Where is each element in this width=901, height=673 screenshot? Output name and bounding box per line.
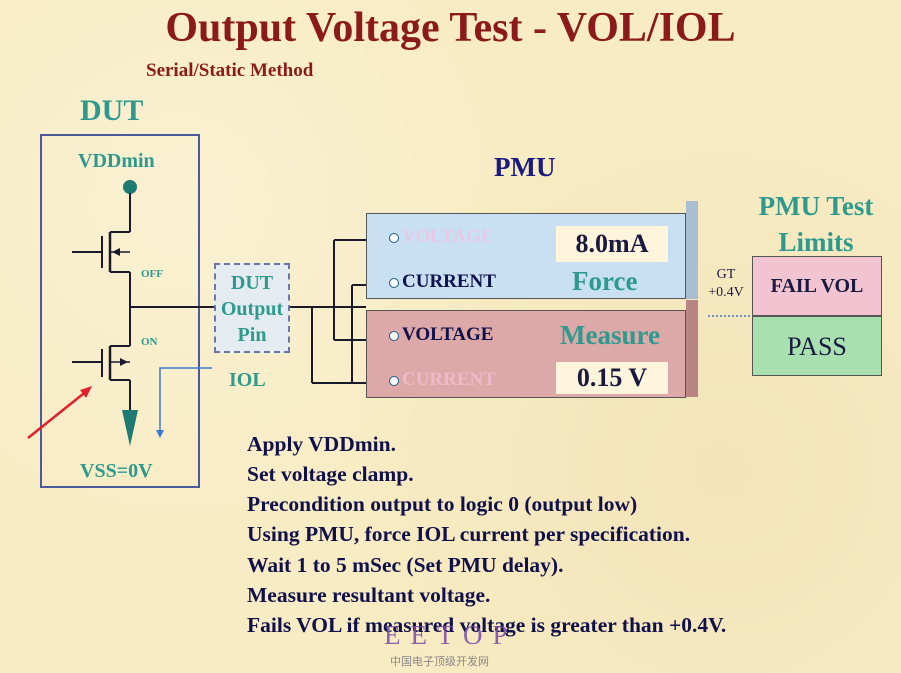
terminal-dot-icon [389, 375, 399, 386]
step-1: Apply VDDmin. [247, 432, 396, 456]
off-label: OFF [141, 268, 163, 280]
force-current-label: CURRENT [402, 271, 496, 292]
limits-title-line2: Limits [778, 227, 854, 257]
measure-current-terminal: CURRENT [389, 369, 496, 391]
red-pointer-arrow [27, 389, 89, 439]
step-3: Precondition output to logic 0 (output l… [247, 492, 638, 516]
gt-label: GT [716, 267, 736, 282]
pmu-label: PMU [494, 152, 556, 182]
force-current-terminal: CURRENT [389, 271, 496, 293]
iol-label: IOL [229, 369, 266, 391]
measure-mode-label: Measure [560, 320, 660, 350]
terminal-dot-icon [389, 277, 399, 288]
terminal-dot-icon [389, 330, 399, 341]
step-2: Set voltage clamp. [247, 462, 414, 486]
fail-vol-box: FAIL VOL [752, 256, 882, 316]
dut-box [40, 134, 200, 488]
step-4: Using PMU, force IOL current per specifi… [247, 522, 691, 546]
pin-label-line1: DUT [230, 272, 274, 294]
page-title: Output Voltage Test - VOL/IOL [165, 5, 736, 51]
vss-label: VSS=0V [80, 460, 153, 482]
pmu-measure-side [686, 300, 698, 397]
force-value: 8.0mA [556, 226, 668, 262]
force-mode-label: Force [572, 266, 638, 296]
measure-current-label: CURRENT [402, 369, 496, 390]
pin-label-line2: Output [220, 298, 284, 320]
limits-title: PMU Test Limits [748, 188, 884, 260]
vdd-label: VDDmin [78, 150, 155, 172]
watermark-subtext: 中国电子顶级开发网 [390, 655, 489, 668]
pass-box: PASS [752, 316, 882, 376]
pmu-force-side [686, 201, 698, 299]
measure-voltage-terminal: VOLTAGE [389, 324, 493, 346]
dut-label: DUT [80, 94, 144, 127]
step-5: Wait 1 to 5 mSec (Set PMU delay). [247, 553, 564, 577]
force-voltage-terminal: VOLTAGE [389, 226, 493, 248]
vdd-node [123, 180, 137, 194]
on-label: ON [141, 336, 158, 348]
dut-output-pin: DUT Output Pin [214, 263, 290, 353]
measure-value: 0.15 V [556, 362, 668, 394]
gt-value: +0.4V [708, 285, 744, 300]
vss-arrow [122, 410, 138, 446]
gt-threshold: GT +0.4V [706, 266, 746, 302]
step-6: Measure resultant voltage. [247, 583, 491, 607]
step-7: Fails VOL if measured voltage is greater… [247, 613, 727, 637]
pmu-measure-box [366, 310, 686, 398]
measure-voltage-label: VOLTAGE [402, 324, 494, 345]
pin-label-line3: Pin [237, 324, 267, 346]
terminal-dot-icon [389, 232, 399, 243]
limits-title-line1: PMU Test [758, 191, 874, 221]
force-voltage-label: VOLTAGE [402, 226, 494, 247]
page-subtitle: Serial/Static Method [146, 60, 314, 81]
watermark-logo: EETOP [384, 620, 518, 650]
